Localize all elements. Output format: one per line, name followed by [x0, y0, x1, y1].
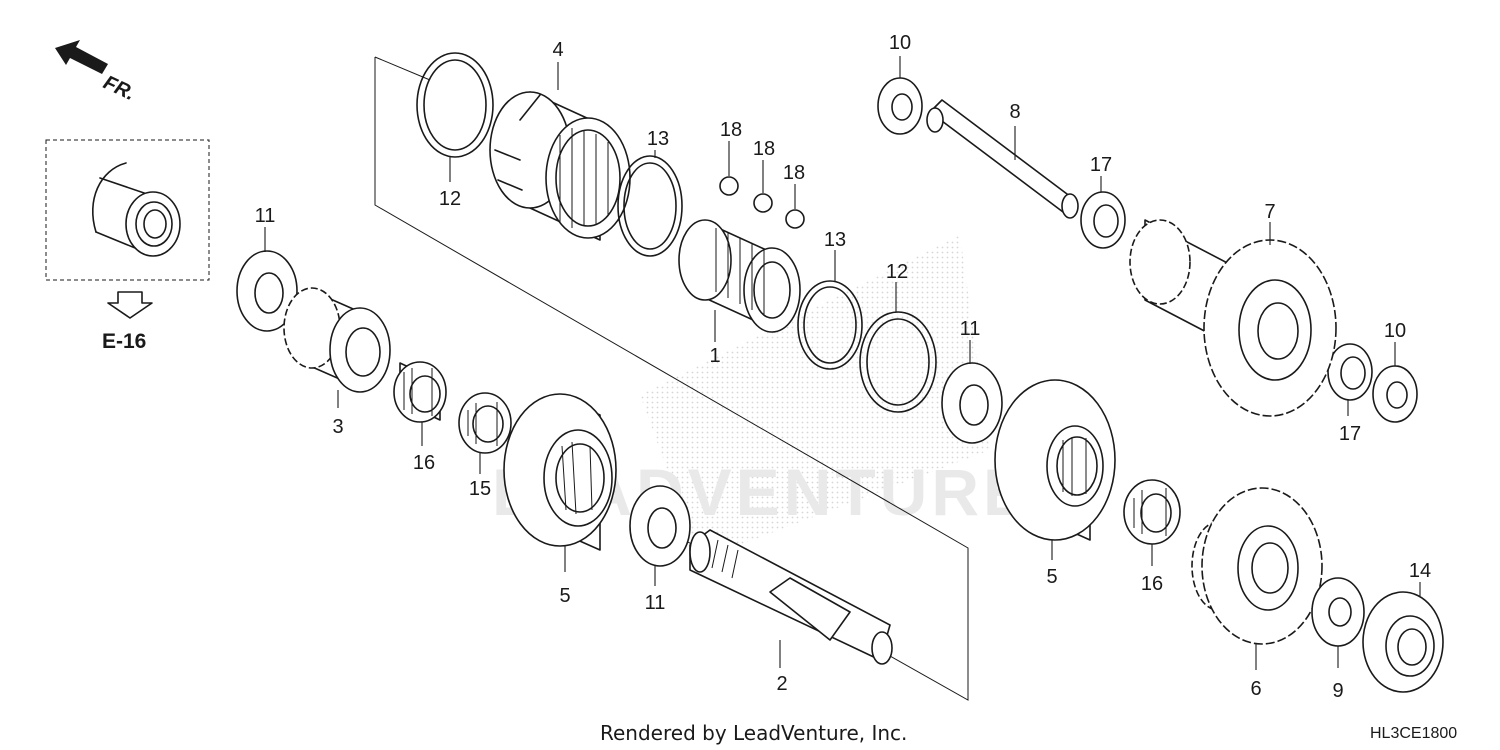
callout-15: 15 [469, 452, 491, 500]
reference-arrow-icon [107, 291, 153, 319]
washer-11-left [236, 250, 298, 332]
ball-18-b [753, 193, 773, 213]
callout-12-lower-label: 12 [886, 261, 908, 283]
washer-10-upper [877, 77, 923, 135]
callout-13-lower-label: 13 [824, 229, 846, 251]
needle-bearing-15 [458, 392, 512, 454]
gear-3 [283, 287, 391, 393]
callout-6: 6 [1250, 644, 1262, 700]
callout-11-right: 11 [960, 318, 981, 364]
callout-7: 7 [1264, 201, 1276, 245]
callout-12-lower: 12 [886, 261, 908, 312]
callout-12-upper: 12 [439, 157, 461, 210]
callout-18-b-label: 18 [753, 138, 775, 160]
callout-12-upper-label: 12 [439, 188, 461, 210]
callout-4: 4 [552, 39, 564, 90]
callout-11-lower-label: 11 [645, 592, 666, 614]
callout-10-lower: 10 [1384, 320, 1406, 366]
callout-6-label: 6 [1250, 678, 1261, 700]
callout-8: 8 [1009, 101, 1021, 160]
callout-14: 14 [1409, 560, 1431, 596]
needle-bearing-16-right [1123, 479, 1181, 545]
callout-17-upper-label: 17 [1090, 154, 1112, 176]
circlip-12-lower [859, 311, 937, 413]
callout-7-label: 7 [1264, 201, 1275, 223]
washer-11-lower [629, 485, 691, 567]
ball-18-a [719, 176, 739, 196]
callout-18-c: 18 [783, 162, 805, 209]
circlip-13-upper [617, 155, 683, 257]
callout-5-left: 5 [559, 545, 571, 607]
callout-5-right-label: 5 [1046, 566, 1057, 588]
washer-11-right [941, 362, 1003, 444]
ball-18-c [785, 209, 805, 229]
callout-16-left-label: 16 [413, 452, 435, 474]
callout-13-upper: 13 [647, 128, 669, 158]
callout-17-lower-label: 17 [1339, 423, 1361, 445]
callout-17-lower: 17 [1339, 400, 1361, 445]
diagram-code: HL3CE1800 [1370, 725, 1457, 742]
callout-13-upper-label: 13 [647, 128, 669, 150]
callout-8-label: 8 [1009, 101, 1020, 123]
clutch-outer-hub-4 [489, 91, 631, 241]
callout-1-label: 1 [709, 345, 720, 367]
callout-11-lower: 11 [645, 566, 666, 614]
callout-5-right: 5 [1046, 540, 1058, 588]
callout-10-upper: 10 [889, 32, 911, 78]
washer-9 [1311, 577, 1365, 647]
callout-17-upper: 17 [1090, 154, 1112, 192]
circlip-13-lower [797, 280, 863, 370]
callout-3-label: 3 [332, 416, 343, 438]
callout-9: 9 [1332, 646, 1344, 702]
callout-13-lower: 13 [824, 229, 846, 282]
callout-11-left-label: 11 [255, 205, 276, 227]
callout-18-c-label: 18 [783, 162, 805, 184]
callout-18-b: 18 [753, 138, 775, 193]
circlip-12-upper [416, 52, 494, 158]
callout-15-label: 15 [469, 478, 491, 500]
clutch-drum-5-right [994, 379, 1116, 541]
needle-bearing-16-left [393, 361, 447, 423]
callout-18-a: 18 [720, 119, 742, 176]
callout-14-label: 14 [1409, 560, 1431, 582]
callout-18-a-label: 18 [720, 119, 742, 141]
shaft-8 [926, 99, 1079, 219]
callout-10-upper-label: 10 [889, 32, 911, 54]
clutch-drum-5-left [503, 393, 617, 551]
callout-11-right-label: 11 [960, 318, 981, 340]
callout-16-left: 16 [413, 422, 435, 474]
callout-5-left-label: 5 [559, 585, 570, 607]
reference-inset [45, 139, 210, 281]
callout-10-lower-label: 10 [1384, 320, 1406, 342]
needle-bearing-17-lower [1327, 343, 1373, 401]
front-arrow-icon: FR. [55, 40, 138, 105]
callout-2: 2 [776, 640, 788, 695]
one-way-clutch-cage-1 [678, 219, 801, 333]
shaft-2 [689, 529, 893, 665]
reference-label: E-16 [102, 330, 146, 353]
ball-bearing-14 [1362, 591, 1444, 693]
callout-1: 1 [709, 310, 721, 367]
footer-credit: Rendered by LeadVenture, Inc. [600, 721, 907, 745]
callout-9-label: 9 [1332, 680, 1343, 702]
front-label: FR. [100, 72, 138, 106]
callout-11-left: 11 [255, 205, 276, 252]
washer-10-lower [1372, 365, 1418, 423]
gear-7 [1129, 219, 1337, 417]
callout-16-right: 16 [1141, 544, 1163, 595]
callout-3: 3 [332, 390, 344, 438]
callout-2-label: 2 [776, 673, 787, 695]
callout-4-label: 4 [552, 39, 563, 61]
gear-6 [1191, 487, 1323, 645]
callout-16-right-label: 16 [1141, 573, 1163, 595]
needle-bearing-17-upper [1080, 191, 1126, 249]
